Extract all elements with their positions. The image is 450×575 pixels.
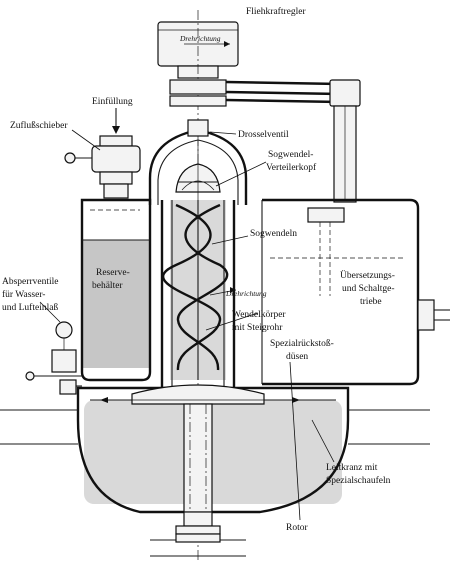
spiral-column — [160, 200, 237, 388]
label-absperrventile-3: und Lufteinlaß — [2, 302, 58, 313]
label-spezialrueckstoss-1: Spezialrückstoß- — [270, 338, 334, 349]
labels: Fliehkraftregler Drehrichtung Einfüllung… — [2, 6, 395, 533]
reserve-tank — [80, 198, 152, 382]
filler-inlet — [64, 108, 141, 199]
label-reservebehaelter-1: Reserve- — [96, 268, 130, 278]
label-wendelkoerper-1: Wendelkörper — [232, 310, 286, 320]
governor — [157, 10, 239, 560]
label-sogwendeln: Sogwendeln — [250, 229, 297, 239]
label-leitkranz-1: Leitkranz mit — [326, 463, 378, 473]
label-leitkranz-2: Spezialschaufeln — [326, 475, 391, 486]
label-uebersetzungs-2: und Schaltge- — [342, 284, 395, 294]
label-wendelkoerper-2: mit Steigrohr — [232, 323, 283, 333]
label-reservebehaelter-2: behälter — [92, 281, 123, 291]
label-drehrichtung-top: Drehrichtung — [179, 34, 221, 43]
label-uebersetzungs-1: Übersetzungs- — [340, 269, 395, 281]
rotor-chamber — [0, 384, 430, 557]
label-zuflussschieber: Zuflußschieber — [10, 120, 68, 131]
label-rotor: Rotor — [286, 523, 308, 533]
label-absperrventile-2: für Wasser- — [2, 289, 45, 300]
leader-lines — [39, 129, 335, 521]
label-absperrventile-1: Absperrventile — [2, 277, 58, 287]
belt-drive — [169, 79, 361, 203]
shutoff-valves — [25, 321, 82, 395]
main-housing — [148, 119, 248, 205]
label-sogwendel-2: Verteilerkopf — [266, 162, 317, 173]
label-sogwendel-1: Sogwendel- — [268, 150, 313, 160]
label-fliehkraftregler: Fliehkraftregler — [246, 6, 306, 17]
label-uebersetzungs-3: triebe — [360, 297, 382, 307]
label-spezialrueckstoss-2: düsen — [286, 352, 308, 362]
gear-case — [261, 198, 450, 386]
label-einfuellung: Einfüllung — [92, 96, 133, 107]
label-drehrichtung-mid: Drehrichtung — [225, 289, 267, 298]
label-drosselventil: Drosselventil — [238, 130, 289, 140]
